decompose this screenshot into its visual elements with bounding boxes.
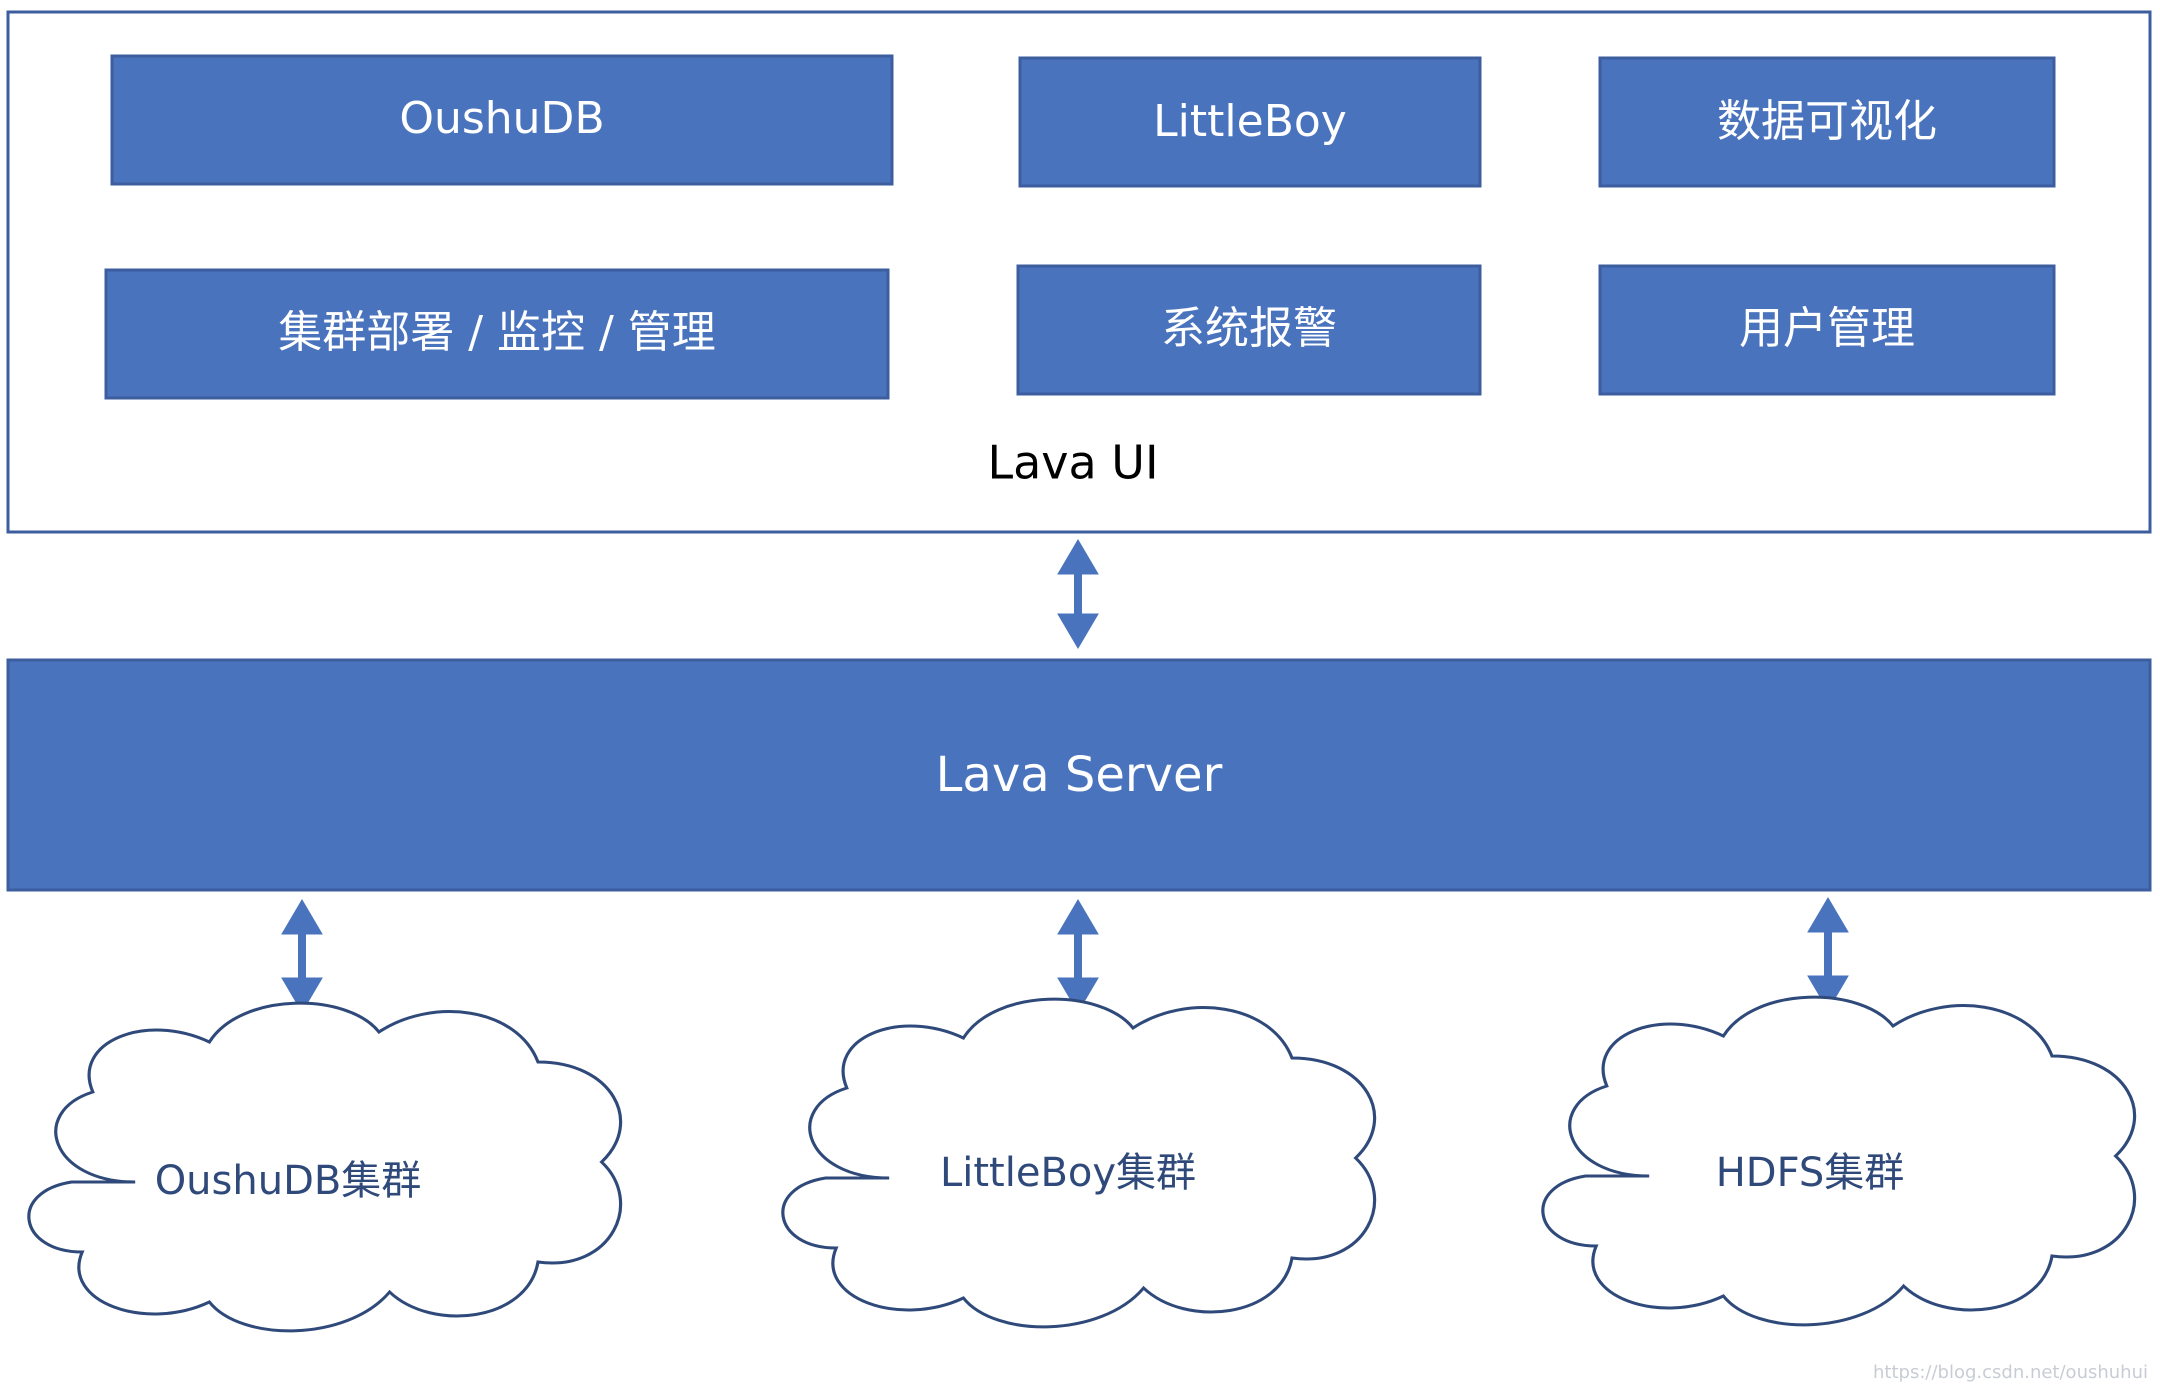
- module-data-visualization-label: 数据可视化: [1717, 96, 1937, 147]
- module-littleboy: LittleBoy: [1018, 56, 1482, 188]
- cluster-littleboy-label: LittleBoy集群: [940, 1150, 1196, 1196]
- module-cluster-management: 集群部署 / 监控 / 管理: [104, 268, 890, 400]
- module-data-visualization: 数据可视化: [1598, 56, 2056, 188]
- lava-server: Lava Server: [6, 658, 2152, 892]
- module-oushudb: OushuDB: [110, 54, 894, 186]
- module-littleboy-label: LittleBoy: [1153, 96, 1347, 147]
- lava-server-label: Lava Server: [936, 747, 1223, 803]
- server-oushudb-arrow: [281, 899, 323, 1013]
- server-hdfs-arrow: [1807, 897, 1849, 1011]
- watermark-text: https://blog.csdn.net/oushuhui: [1873, 1362, 2148, 1383]
- module-oushudb-label: OushuDB: [399, 93, 604, 144]
- cluster-hdfs-label: HDFS集群: [1716, 1150, 1905, 1196]
- module-system-alert: 系统报警: [1016, 264, 1482, 396]
- module-user-management: 用户管理: [1598, 264, 2056, 396]
- cluster-oushudb-label: OushuDB集群: [155, 1158, 422, 1204]
- server-littleboy-arrow: [1057, 899, 1099, 1013]
- ui-server-arrow: [1057, 539, 1099, 649]
- module-user-management-label: 用户管理: [1739, 303, 1915, 354]
- module-cluster-management-label: 集群部署 / 监控 / 管理: [278, 307, 716, 358]
- module-system-alert-label: 系统报警: [1161, 303, 1337, 354]
- lava-ui-label: Lava UI: [987, 436, 1158, 490]
